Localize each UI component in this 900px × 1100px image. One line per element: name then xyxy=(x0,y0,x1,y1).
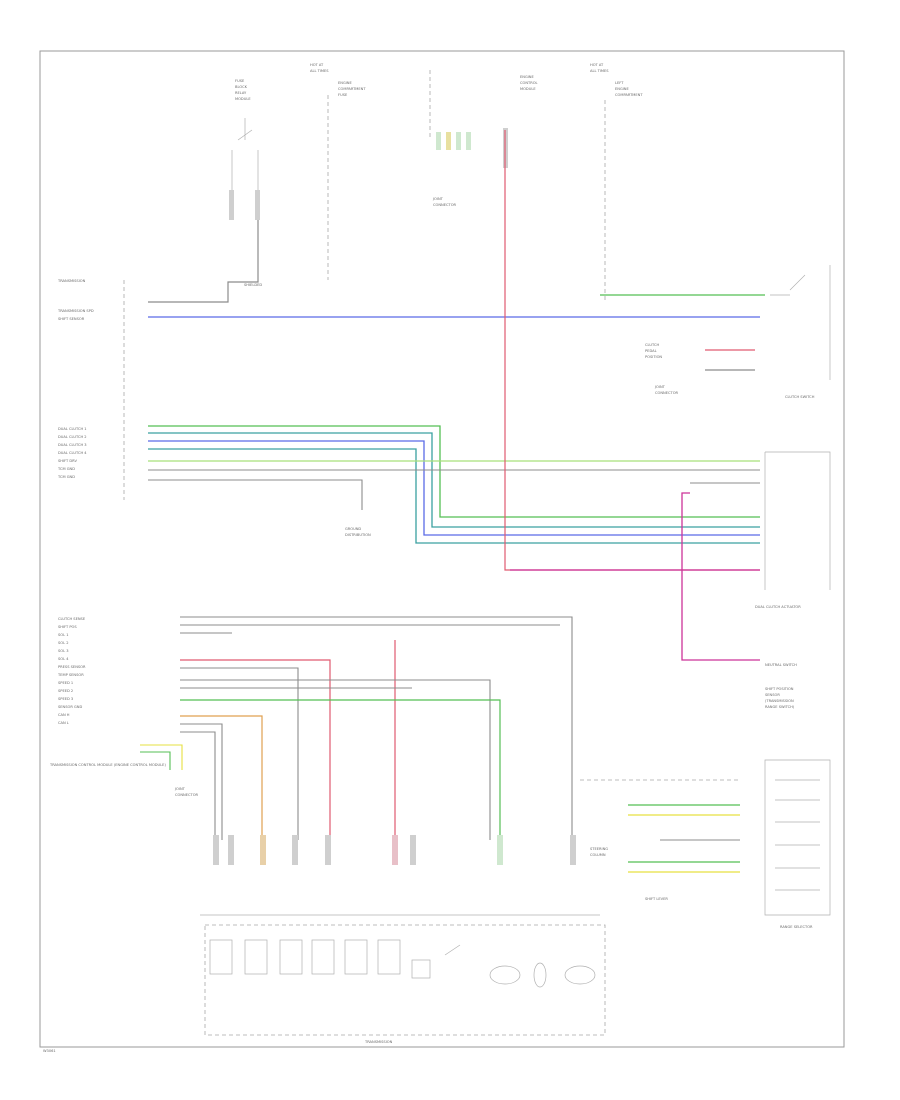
connector-strip xyxy=(200,835,600,916)
neutral-switch-label: NEUTRAL SWITCH xyxy=(765,663,797,667)
svg-text:FUSE: FUSE xyxy=(235,79,245,83)
shift-lever: RANGE SELECTOR xyxy=(764,759,831,929)
wire-low-7 xyxy=(180,723,223,840)
svg-text:TCM GND: TCM GND xyxy=(57,467,75,471)
wire-low-4 xyxy=(180,667,299,840)
tcm-connector-upper: TRANSMISSION TRANSMISSION SPD SHIFT SENS… xyxy=(57,279,125,500)
svg-text:ALL TIMES: ALL TIMES xyxy=(590,69,609,73)
svg-text:DUAL CLUTCH 1: DUAL CLUTCH 1 xyxy=(58,427,87,431)
svg-text:SHIFT DRV: SHIFT DRV xyxy=(58,459,77,463)
svg-text:CONNECTOR: CONNECTOR xyxy=(433,203,457,207)
svg-text:SPEED 2: SPEED 2 xyxy=(58,689,73,693)
svg-text:SHIELDED: SHIELDED xyxy=(244,283,262,287)
svg-text:SENSOR GND: SENSOR GND xyxy=(58,705,82,709)
svg-text:HOT AT: HOT AT xyxy=(590,63,604,67)
svg-text:SOL 1: SOL 1 xyxy=(58,633,69,637)
top-component-3: JOINT CONNECTOR xyxy=(429,70,471,207)
svg-text:PRESS SENSOR: PRESS SENSOR xyxy=(58,665,86,669)
svg-text:GROUND: GROUND xyxy=(345,527,361,531)
wire-low-orange xyxy=(180,715,263,840)
svg-text:SHIFT POS: SHIFT POS xyxy=(58,625,77,629)
top-component-4: ENGINE CONTROL MODULE xyxy=(503,75,538,168)
svg-text:ENGINE: ENGINE xyxy=(338,81,352,85)
svg-text:ENGINE: ENGINE xyxy=(615,87,629,91)
wire-green-can xyxy=(140,751,171,770)
svg-text:RANGE SWITCH): RANGE SWITCH) xyxy=(765,705,795,709)
clutch-actuator: DUAL CLUTCH ACTUATOR NEUTRAL SWITCH SHIF… xyxy=(755,451,831,709)
wire-teal-2 xyxy=(148,432,760,528)
svg-text:TRANSMISSION: TRANSMISSION xyxy=(57,279,86,283)
wire-green-1 xyxy=(148,425,760,518)
svg-text:STEERING: STEERING xyxy=(590,847,608,851)
svg-text:COLUMN: COLUMN xyxy=(590,853,606,857)
range-selector-label: RANGE SELECTOR xyxy=(780,925,813,929)
svg-text:CLUTCH: CLUTCH xyxy=(645,343,659,347)
tcm-connector-lower: CLUTCH SENSE SHIFT POS SOL 1 SOL 2 SOL 3… xyxy=(49,617,166,767)
svg-text:TRANSMISSION SPD: TRANSMISSION SPD xyxy=(57,309,94,313)
svg-text:BLOCK: BLOCK xyxy=(235,85,248,89)
wire-low-red xyxy=(180,659,331,840)
wire-low-green xyxy=(180,699,501,840)
svg-text:CAN L: CAN L xyxy=(58,721,69,725)
svg-text:JOINT: JOINT xyxy=(654,385,666,389)
svg-text:MODULE: MODULE xyxy=(520,87,536,91)
transmission-box: TRANSMISSION xyxy=(204,924,606,1044)
svg-text:TCM GND: TCM GND xyxy=(57,475,75,479)
svg-text:SOL 3: SOL 3 xyxy=(58,649,69,653)
svg-text:ALL TIMES: ALL TIMES xyxy=(310,69,329,73)
top-switch-1: FUSE BLOCK RELAY MODULE xyxy=(229,79,260,220)
svg-text:LEFT: LEFT xyxy=(615,81,624,85)
svg-text:HOT AT: HOT AT xyxy=(310,63,324,67)
tcm-title: TRANSMISSION CONTROL MODULE (ENGINE CONT… xyxy=(49,763,166,767)
wire-blue-3 xyxy=(148,440,760,536)
clutch-switch-label: CLUTCH SWITCH xyxy=(785,395,815,399)
svg-text:CONNECTOR: CONNECTOR xyxy=(655,391,679,395)
svg-text:DISTRIBUTION: DISTRIBUTION xyxy=(345,533,371,537)
svg-text:SOL 4: SOL 4 xyxy=(58,657,69,661)
svg-text:DUAL CLUTCH 4: DUAL CLUTCH 4 xyxy=(58,451,87,455)
svg-text:CLUTCH SENSE: CLUTCH SENSE xyxy=(58,617,86,621)
svg-text:JOINT: JOINT xyxy=(174,787,186,791)
svg-text:SHIFT LEVER: SHIFT LEVER xyxy=(645,897,668,901)
wire-magenta xyxy=(681,492,760,661)
svg-text:CONTROL: CONTROL xyxy=(520,81,538,85)
svg-text:MODULE: MODULE xyxy=(235,97,251,101)
diagram-frame xyxy=(39,50,845,1048)
wire-top-gray xyxy=(148,220,259,303)
svg-text:JOINT: JOINT xyxy=(432,197,444,201)
svg-text:RELAY: RELAY xyxy=(235,91,247,95)
svg-text:POSITION: POSITION xyxy=(645,355,662,359)
svg-text:(TRANSMISSION: (TRANSMISSION xyxy=(765,699,794,703)
svg-text:SHIFT POSITION: SHIFT POSITION xyxy=(765,687,794,691)
svg-text:TEMP SENSOR: TEMP SENSOR xyxy=(57,673,84,677)
svg-text:SHIFT SENSOR: SHIFT SENSOR xyxy=(58,317,85,321)
svg-text:COMPARTMENT: COMPARTMENT xyxy=(615,93,643,97)
svg-text:DUAL CLUTCH 3: DUAL CLUTCH 3 xyxy=(58,443,87,447)
svg-text:FUSE: FUSE xyxy=(338,93,348,97)
wire-low-1 xyxy=(180,616,573,840)
wire-yellow-1 xyxy=(140,744,183,770)
footer-left: W3061 xyxy=(43,1049,56,1053)
svg-text:SPEED 3: SPEED 3 xyxy=(58,697,73,701)
wire-teal-4 xyxy=(148,448,760,544)
wire-gray-7 xyxy=(148,479,363,510)
footer-center: TRANSMISSION xyxy=(364,1040,393,1044)
svg-text:SENSOR: SENSOR xyxy=(765,693,780,697)
svg-text:CONNECTOR: CONNECTOR xyxy=(175,793,199,797)
clutch-box-label: DUAL CLUTCH ACTUATOR xyxy=(755,605,801,609)
svg-text:COMPARTMENT: COMPARTMENT xyxy=(338,87,366,91)
svg-text:PEDAL: PEDAL xyxy=(645,349,657,353)
top-component-5: HOT AT ALL TIMES LEFT ENGINE COMPARTMENT xyxy=(590,63,643,300)
svg-text:ENGINE: ENGINE xyxy=(520,75,534,79)
top-component-2: HOT AT ALL TIMES ENGINE COMPARTMENT FUSE xyxy=(310,63,366,280)
wire-low-5 xyxy=(180,679,491,840)
svg-text:DUAL CLUTCH 2: DUAL CLUTCH 2 xyxy=(58,435,87,439)
wire-low-8 xyxy=(180,731,216,840)
svg-text:CAN H: CAN H xyxy=(58,713,70,717)
svg-text:SPEED 1: SPEED 1 xyxy=(58,681,73,685)
clutch-switch: CLUTCH PEDAL POSITION JOINT CONNECTOR CL… xyxy=(645,265,831,399)
svg-text:SOL 2: SOL 2 xyxy=(58,641,69,645)
